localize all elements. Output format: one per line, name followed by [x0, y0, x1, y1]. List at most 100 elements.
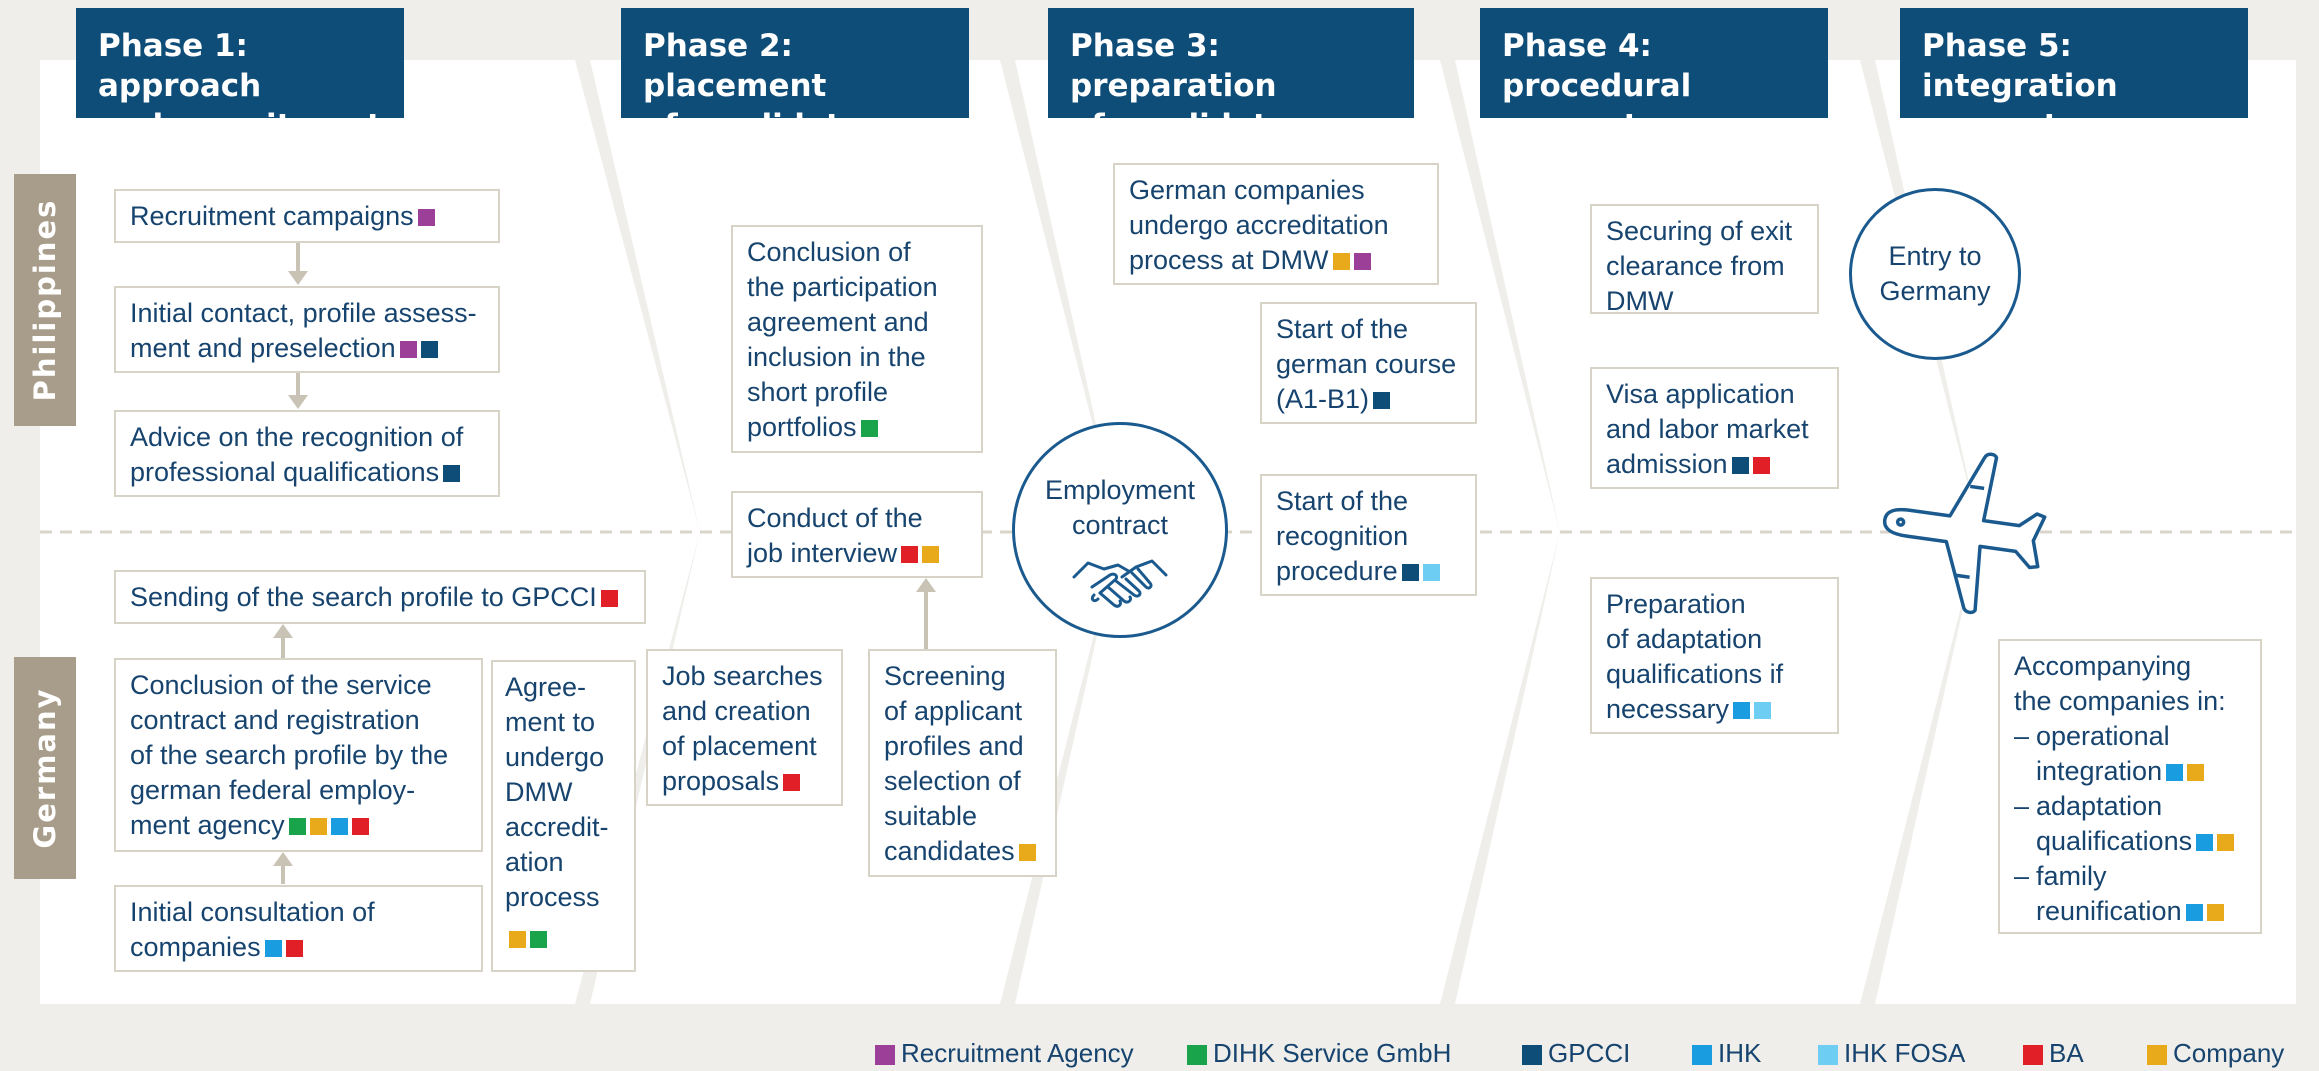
- accompanying-item: –operational integration: [2014, 719, 2248, 789]
- org-tag-ihk-fosa: [1754, 702, 1772, 719]
- legend-item-ihk-fosa: IHK FOSA: [1818, 1038, 1965, 1068]
- legend-item-ba: BA: [2023, 1038, 2084, 1068]
- org-tag-ba: [1752, 457, 1770, 474]
- country-label-philippines: Philippines: [14, 174, 76, 426]
- box-participation-agreement: Conclusion of the participation agreemen…: [731, 225, 983, 453]
- org-tag-ba: [600, 590, 618, 607]
- box-initial-contact: Initial contact, profile assess- ment an…: [114, 286, 500, 373]
- box-agreement-dmw: Agree- ment to undergo DMW accredit- ati…: [491, 660, 636, 972]
- org-tag-ihk: [2196, 834, 2214, 851]
- box-accompanying: Accompanying the companies in:–operation…: [1998, 639, 2262, 934]
- org-tag-company: [922, 546, 940, 563]
- arrow-up-3: [916, 578, 936, 649]
- legend-label: BA: [2049, 1038, 2084, 1068]
- box-text: Initial consultation of companies: [130, 897, 375, 962]
- org-tag-ba: [2023, 1045, 2043, 1065]
- employment-contract-circle: Employment contract: [1012, 422, 1228, 638]
- accompanying-item-label: adaptation qualifications: [2036, 791, 2193, 856]
- box-german-course: Start of the german course (A1-B1): [1260, 302, 1477, 424]
- arrow-down-2: [288, 373, 308, 409]
- box-text: Advice on the recognition of professiona…: [130, 422, 464, 487]
- org-tag-gpcci: [1373, 392, 1391, 409]
- legend-label: DIHK Service GmbH: [1213, 1038, 1452, 1068]
- accompanying-item-text: adaptation qualifications: [2036, 789, 2235, 859]
- phase-5-header: Phase 5: integration support: [1900, 8, 2248, 144]
- org-tag-ba: [351, 818, 369, 835]
- phase-2-header: Phase 2: placement of candidates: [621, 8, 969, 144]
- org-tag-gpcci: [443, 465, 461, 482]
- box-text: Start of the german course (A1-B1): [1276, 314, 1457, 414]
- org-tag-recruitment-agency: [399, 341, 417, 358]
- org-tag-company: [309, 818, 327, 835]
- org-tag-ihk: [2185, 904, 2203, 921]
- box-accreditation: German companies undergo accreditation p…: [1113, 163, 1439, 285]
- org-tag-ba: [285, 940, 303, 957]
- box-recruitment-campaigns: Recruitment campaigns: [114, 189, 500, 243]
- org-tag-company: [2187, 764, 2205, 781]
- org-tag-dihk: [530, 931, 547, 948]
- org-tag-ihk: [1692, 1045, 1712, 1065]
- org-tag-ihk: [330, 818, 348, 835]
- handshake-icon: [1072, 559, 1168, 608]
- legend-label: Company: [2173, 1038, 2285, 1068]
- org-tag-gpcci: [1522, 1045, 1542, 1065]
- legend-item-gpcci: GPCCI: [1522, 1038, 1630, 1068]
- box-visa-application: Visa application and labor market admiss…: [1590, 367, 1839, 489]
- org-tag-company: [2217, 834, 2235, 851]
- box-initial-consultation: Initial consultation of companies: [114, 885, 483, 972]
- accompanying-item-text: operational integration: [2036, 719, 2205, 789]
- phase-3-header: Phase 3: preparation of candidates: [1048, 8, 1414, 144]
- org-tag-ihk: [2166, 764, 2184, 781]
- box-job-searches: Job searches and creation of placement p…: [646, 649, 843, 806]
- box-text: Conclusion of the participation agreemen…: [747, 237, 938, 442]
- arrow-down-1: [288, 243, 308, 285]
- box-text: Initial contact, profile assess- ment an…: [130, 298, 477, 363]
- box-text: German companies undergo accreditation p…: [1129, 175, 1389, 275]
- airplane-icon: [1882, 452, 2047, 615]
- box-text: Sending of the search profile to GPCCI: [130, 582, 597, 612]
- box-text: Securing of exit clearance from DMW: [1606, 216, 1793, 316]
- box-adaptation-prep: Preparation of adaptation qualifications…: [1590, 577, 1839, 734]
- box-service-contract: Conclusion of the service contract and r…: [114, 658, 483, 852]
- box-text: Agree- ment to undergo DMW accredit- ati…: [505, 672, 609, 912]
- org-tag-recruitment-agency: [1353, 253, 1371, 270]
- legend-item-company: Company: [2147, 1038, 2284, 1068]
- box-text: Screening of applicant profiles and sele…: [884, 661, 1024, 866]
- list-dash: –: [2014, 791, 2030, 821]
- phase-4-panel: [1455, 60, 1980, 1004]
- legend-label: GPCCI: [1548, 1038, 1631, 1068]
- legend-label: IHK: [1718, 1038, 1762, 1068]
- org-tag-dihk: [288, 818, 306, 835]
- box-screening: Screening of applicant profiles and sele…: [868, 649, 1057, 877]
- entry-germany-circle: Entry to Germany: [1849, 188, 2021, 360]
- arrow-up-1: [273, 624, 293, 658]
- org-tag-recruitment-agency: [417, 209, 435, 226]
- phase-4-header: Phase 4: procedural support: [1480, 8, 1828, 144]
- phase-1-header: Phase 1: approach and recruitment: [76, 8, 404, 144]
- org-tag-gpcci: [1731, 457, 1749, 474]
- org-tag-company: [2147, 1045, 2167, 1065]
- box-exit-clearance: Securing of exit clearance from DMW: [1590, 204, 1819, 316]
- org-tag-company: [1018, 844, 1036, 861]
- org-tag-dihk: [1187, 1045, 1207, 1065]
- legend-item-ihk: IHK: [1692, 1038, 1761, 1068]
- box-text: Visa application and labor market admiss…: [1606, 379, 1809, 479]
- legend-item-recruitment-agency: Recruitment Agency: [875, 1038, 1134, 1068]
- org-tag-ihk: [1733, 702, 1751, 719]
- org-tag-ihk-fosa: [1818, 1045, 1838, 1065]
- box-text: Conclusion of the service contract and r…: [130, 670, 449, 840]
- box-sending-search-profile: Sending of the search profile to GPCCI: [114, 570, 646, 624]
- arrow-up-2: [273, 852, 293, 884]
- org-tag-company: [2206, 904, 2224, 921]
- accompanying-item-text: family reunification: [2036, 859, 2224, 929]
- entry-germany-label: Entry to Germany: [1879, 241, 1991, 306]
- accompanying-item-label: operational integration: [2036, 721, 2170, 786]
- org-tag-company: [509, 931, 526, 948]
- org-tag-ihk-fosa: [1422, 564, 1440, 581]
- legend-item-dihk: DIHK Service GmbH: [1187, 1038, 1451, 1068]
- legend-label: Recruitment Agency: [901, 1038, 1134, 1068]
- box-text: Conduct of the job interview: [747, 503, 923, 568]
- accompanying-item: –adaptation qualifications: [2014, 789, 2248, 859]
- box-text: Accompanying the companies in:: [2014, 651, 2226, 716]
- list-dash: –: [2014, 721, 2030, 751]
